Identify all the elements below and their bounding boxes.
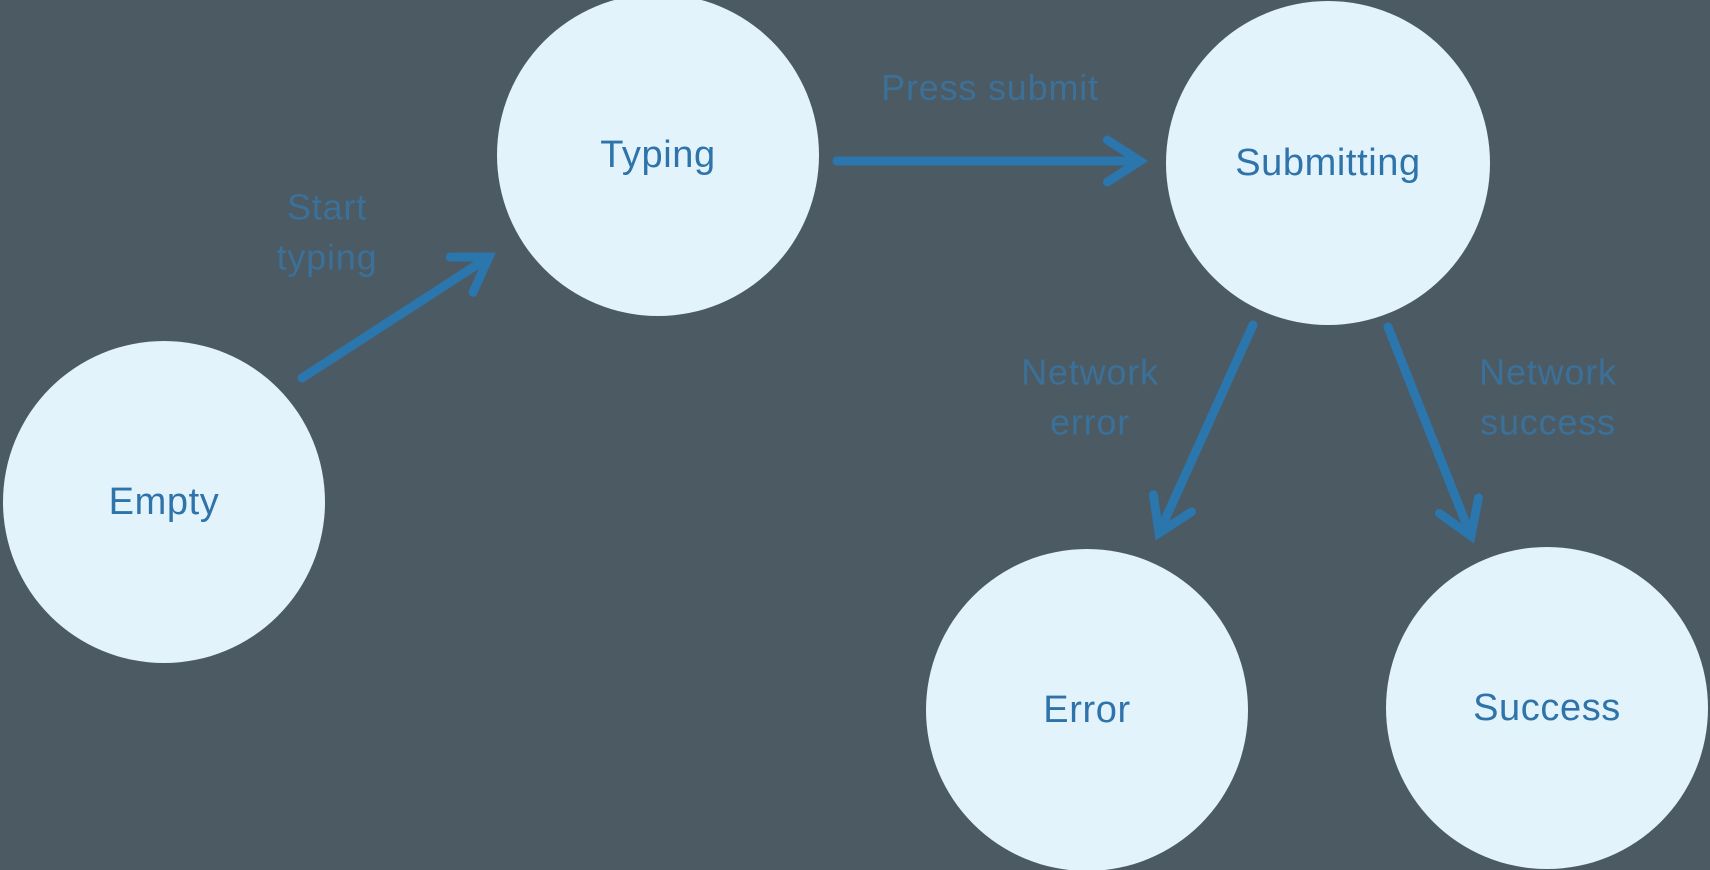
edge-label-press-submit: Press submit: [881, 66, 1099, 108]
state-node-submitting-label: Submitting: [1235, 141, 1421, 184]
edge-label-network-error: Network error: [1021, 351, 1159, 443]
state-node-success-label: Success: [1473, 686, 1621, 729]
state-node-empty: Empty: [3, 341, 325, 663]
edge-label-start-typing: Start typing: [276, 186, 378, 278]
edge-arrow-network-success: [1383, 322, 1483, 544]
edge-label-network-success: Network success: [1479, 351, 1617, 443]
edge-arrow-network-error: [1148, 320, 1258, 541]
state-node-submitting: Submitting: [1166, 1, 1490, 325]
state-node-error: Error: [926, 549, 1248, 870]
edge-arrow-start-typing: [297, 252, 496, 383]
state-node-typing-label: Typing: [600, 133, 716, 176]
state-node-empty-label: Empty: [108, 480, 220, 523]
state-node-success: Success: [1386, 547, 1708, 869]
state-node-error-label: Error: [1043, 688, 1131, 731]
state-node-typing: Typing: [497, 0, 819, 316]
